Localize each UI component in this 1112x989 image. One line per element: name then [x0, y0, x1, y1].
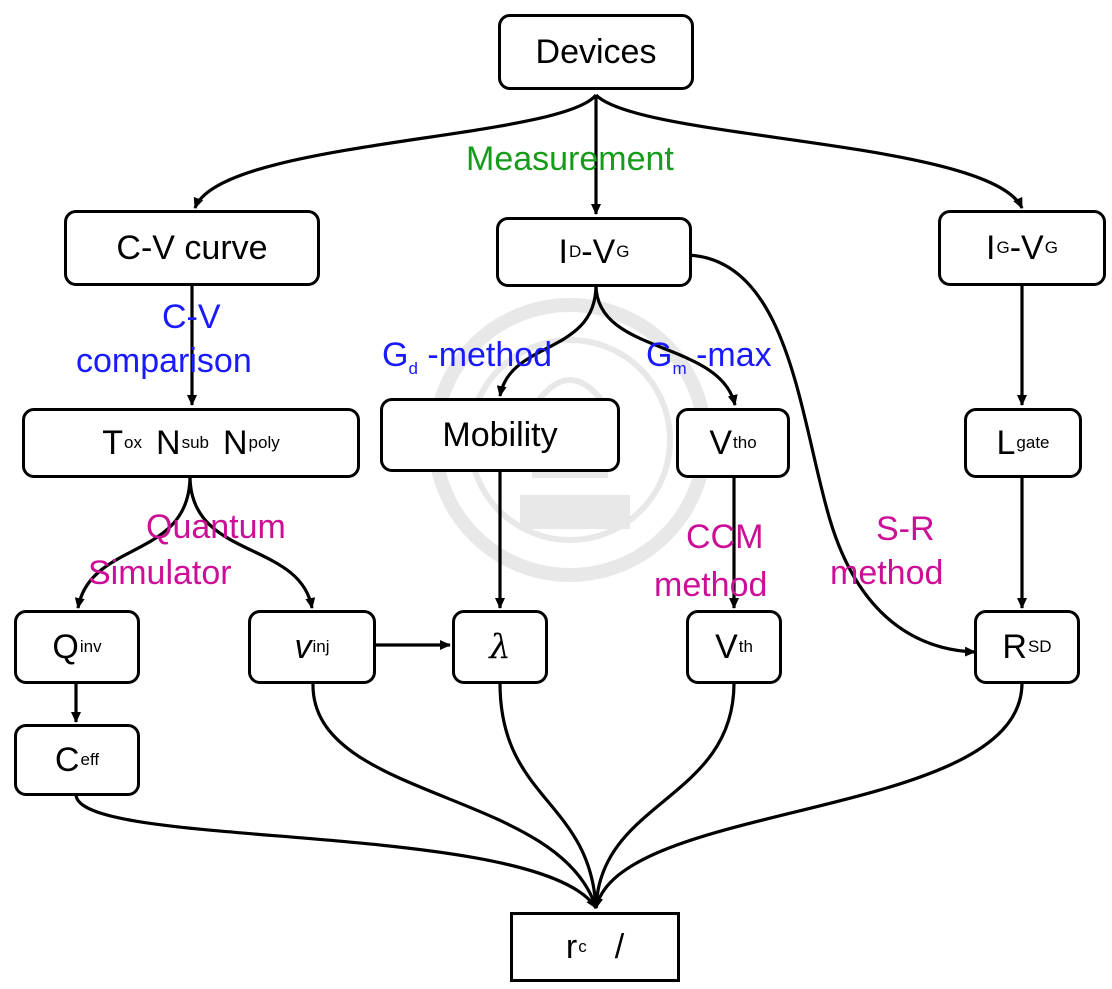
nsub-N: N	[156, 423, 181, 462]
vtho-sub: tho	[733, 433, 757, 452]
edge-vth-rc	[591, 682, 736, 909]
lgate-L: L	[996, 423, 1016, 462]
gm-sub: m	[672, 358, 687, 378]
node-ig-vg-V: V	[1021, 228, 1044, 267]
node-ig-vg-sub1: G	[996, 238, 1010, 257]
ceff-C: C	[54, 740, 80, 779]
edge-vinj-rc	[311, 682, 598, 909]
vth-sub: th	[738, 637, 753, 656]
node-id-vg-sub2: G	[616, 242, 630, 261]
edge-ceff-rc	[74, 794, 598, 909]
rsd-sub: SD	[1027, 637, 1052, 656]
label-simulator: Simulator	[88, 554, 232, 592]
vth-V: V	[715, 627, 738, 666]
label-gd-method: Gd -method	[382, 338, 552, 377]
lambda-symbol: λ	[489, 627, 511, 667]
label-ccm-method: method	[654, 566, 768, 604]
node-ig-vg-dash: -	[1009, 228, 1022, 267]
nsub-sub: sub	[181, 433, 209, 452]
vtho-V: V	[709, 423, 733, 462]
lgate-sub: gate	[1016, 433, 1050, 452]
edge-devices-igvg	[594, 93, 1024, 209]
edge-devices-cv	[193, 93, 598, 209]
node-ig-vg-sub2: G	[1044, 238, 1058, 257]
node-id-vg-sub1: D	[568, 242, 582, 261]
vinj-sub: inj	[312, 637, 330, 656]
edge-lambda-rc	[498, 682, 601, 909]
edge-idvg-vtho	[594, 284, 738, 406]
node-cv-curve: C-V curve	[64, 210, 320, 286]
gd-rest: -method	[417, 336, 553, 374]
edge-idvg-rsd	[687, 253, 976, 657]
node-devices-label: Devices	[535, 32, 657, 71]
qinv-sub: inv	[79, 637, 102, 656]
gm-rest: -max	[686, 336, 772, 374]
edge-idvg-mobility	[496, 284, 598, 397]
label-cv-line2: comparison	[76, 342, 252, 380]
node-ig-vg-I: I	[986, 228, 996, 267]
npoly-N: N	[222, 423, 248, 462]
edge-tox-vinj	[188, 475, 316, 609]
label-ccm: CCM	[686, 518, 764, 556]
tox-T: T	[102, 423, 124, 462]
edge-rsd-rc	[593, 682, 1024, 909]
rc-sub: c	[578, 937, 587, 956]
label-sr-method: method	[830, 554, 944, 592]
node-cv-curve-label: C-V curve	[116, 228, 268, 267]
ceff-sub: eff	[80, 750, 100, 769]
label-sr: S-R	[876, 510, 935, 548]
edge-tox-qinv	[74, 475, 192, 609]
tox-sub: ox	[124, 433, 142, 452]
node-lambda: λ	[452, 610, 548, 684]
label-cv-line1: C-V	[162, 298, 221, 336]
node-mobility-label: Mobility	[442, 415, 558, 454]
label-gm-max: Gm -max	[646, 338, 772, 377]
rc-slash: /	[614, 927, 625, 966]
node-id-vg-I: I	[558, 232, 568, 271]
qinv-Q: Q	[52, 627, 79, 666]
rc-r: r	[565, 927, 578, 966]
node-id-vg-dash: -	[581, 232, 593, 271]
npoly-sub: poly	[248, 433, 280, 452]
gm-G: G	[646, 336, 673, 374]
label-quantum: Quantum	[146, 508, 286, 546]
node-mobility: Mobility	[380, 398, 620, 472]
rsd-R: R	[1002, 627, 1027, 666]
node-devices: Devices	[498, 14, 694, 90]
label-measurement: Measurement	[466, 140, 674, 178]
node-id-vg-V: V	[592, 232, 616, 271]
gd-G: G	[382, 336, 409, 374]
gd-sub: d	[408, 358, 418, 378]
vinj-v: v	[294, 627, 312, 666]
